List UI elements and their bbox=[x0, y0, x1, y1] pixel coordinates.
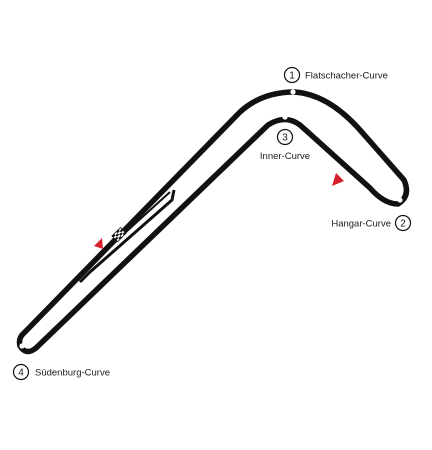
red-arrow-icon bbox=[94, 238, 103, 249]
corner-4-number: 4 bbox=[18, 368, 24, 379]
track-outer-loop bbox=[16, 89, 410, 355]
corner-4-marker bbox=[19, 343, 25, 349]
pit-lane bbox=[78, 189, 176, 284]
corner-3: 3 Inner-Curve bbox=[260, 128, 310, 162]
corner-4-name: Südenburg-Curve bbox=[35, 368, 110, 379]
corner-1-name: Flatschacher-Curve bbox=[305, 71, 388, 82]
red-arrow-icon bbox=[332, 173, 344, 186]
corner-3-marker bbox=[282, 114, 288, 120]
corner-3-number: 3 bbox=[282, 133, 288, 144]
corner-4: 4 Südenburg-Curve bbox=[12, 363, 110, 381]
corner-2-marker bbox=[397, 197, 403, 203]
pit-lane-left bbox=[83, 191, 171, 271]
corner-1-marker bbox=[290, 89, 296, 95]
corner-2-number: 2 bbox=[400, 219, 406, 230]
track-outline bbox=[16, 89, 410, 355]
corner-1-number: 1 bbox=[289, 71, 295, 82]
corner-3-name: Inner-Curve bbox=[260, 151, 310, 162]
corner-2: 2 Hangar-Curve bbox=[331, 214, 412, 232]
checkered-flag-icon bbox=[111, 226, 127, 243]
corner-2-name: Hangar-Curve bbox=[331, 219, 391, 230]
corner-1: 1 Flatschacher-Curve bbox=[283, 66, 388, 84]
